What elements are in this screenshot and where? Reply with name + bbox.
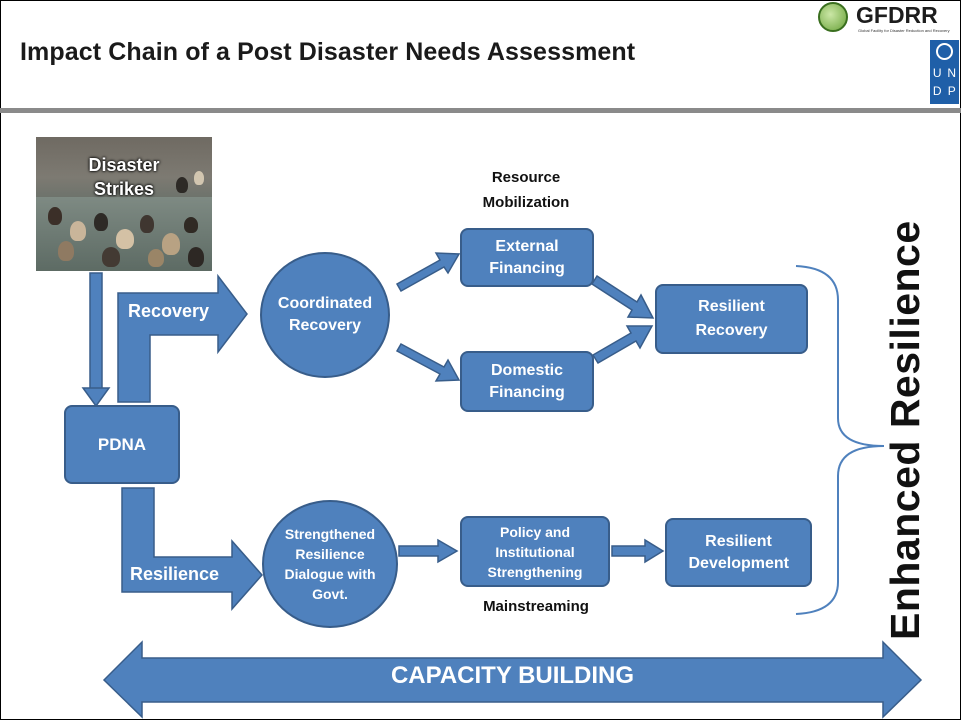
enhanced-resilience-label: Enhanced Resilience (882, 220, 928, 640)
right-brace (795, 265, 885, 615)
arrow-domestic-to-resilient-recovery (591, 325, 654, 365)
external-financing-box: External Financing (460, 228, 594, 287)
resilience-label: Resilience (130, 564, 220, 584)
recovery-arrow (117, 273, 248, 403)
strengthened-dialogue-node: Strengthened Resilience Dialogue with Go… (262, 500, 398, 628)
recovery-label: Recovery (128, 301, 210, 321)
undp-logo: U N D P (930, 40, 959, 104)
undp-letter: D (932, 84, 942, 98)
arrow-photo-to-pdna (81, 272, 111, 408)
photo-caption: Disaster Strikes (88, 155, 160, 199)
capacity-building-arrow (102, 640, 923, 719)
disaster-photo: Disaster Strikes (36, 137, 212, 271)
gfdrr-logo-text: GFDRR (856, 2, 938, 28)
globe-icon (818, 2, 848, 32)
undp-letter: P (947, 84, 956, 98)
resilient-recovery-box: Resilient Recovery (655, 284, 808, 354)
gfdrr-logo-tagline: Global Facility for Disaster Reduction a… (858, 28, 950, 33)
gfdrr-logo: GFDRR Global Facility for Disaster Reduc… (818, 2, 960, 36)
arrow-policy-to-resilient-development (611, 538, 665, 564)
undp-letter: U (932, 66, 942, 80)
arrow-external-to-resilient-recovery (590, 274, 655, 319)
resilient-development-box: Resilient Development (665, 518, 812, 587)
mainstreaming-label: Mainstreaming (483, 598, 589, 615)
capacity-building-label: CAPACITY BUILDING (390, 662, 635, 689)
arrow-to-domestic-financing (395, 342, 461, 382)
undp-letter: N (947, 66, 957, 80)
arrow-to-external-financing (395, 252, 461, 293)
un-emblem-icon (936, 43, 953, 60)
title-divider (0, 108, 961, 113)
resource-mobilization-label: Resource Mobilization (482, 169, 570, 211)
pdna-box: PDNA (64, 405, 180, 484)
arrow-dialogue-to-policy (398, 538, 459, 564)
domestic-financing-box: Domestic Financing (460, 351, 594, 412)
resilience-arrow (121, 487, 264, 611)
policy-strengthening-box: Policy and Institutional Strengthening (460, 516, 610, 587)
slide-title: Impact Chain of a Post Disaster Needs As… (20, 38, 636, 66)
coordinated-recovery-node: Coordinated Recovery (260, 252, 390, 378)
